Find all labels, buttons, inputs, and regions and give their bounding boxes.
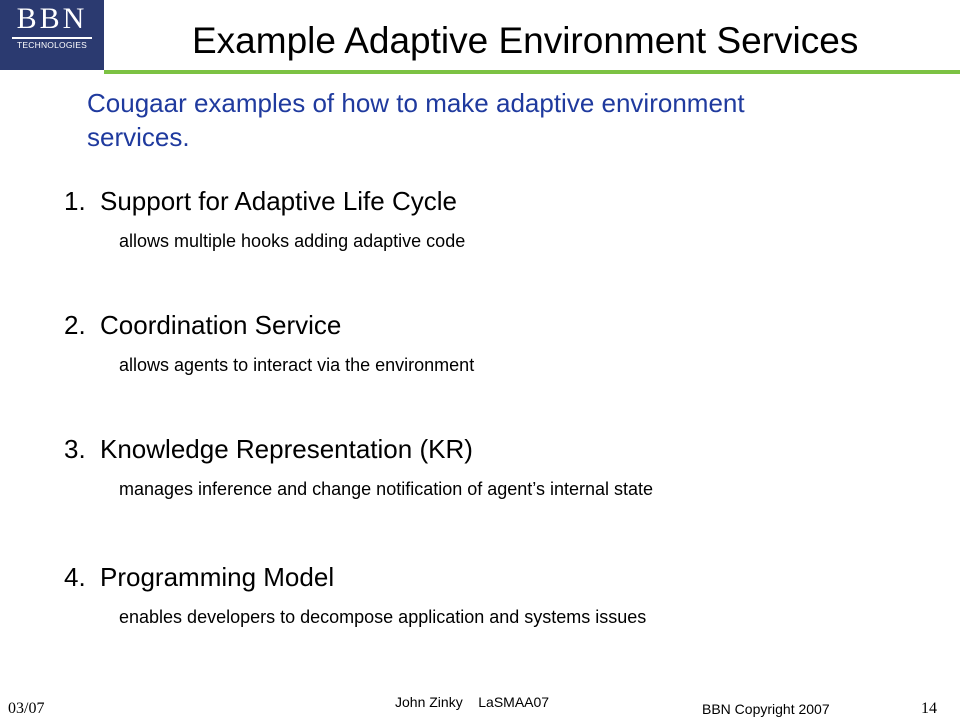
list-item-heading: 3. Knowledge Representation (KR) [64,433,924,465]
footer-author: John Zinky LaSMAA07 [395,694,550,710]
list-item-description: manages inference and change notificatio… [119,479,654,499]
list-item-title: Programming Model [100,562,335,592]
list-item-description: allows agents to interact via the enviro… [119,355,475,375]
logo-divider [12,37,92,39]
list-item-3: 3. Knowledge Representation (KR) manages … [64,433,924,501]
list-item-number: 1. [64,186,86,216]
list-item-2: 2. Coordination Service allows agents to … [64,309,924,377]
footer-date: 03/07 [8,700,45,717]
list-item-description: allows multiple hooks adding adaptive co… [119,231,466,251]
list-item-title: Knowledge Representation (KR) [100,434,473,464]
title-divider [104,70,960,74]
slide-subtitle: Cougaar examples of how to make adaptive… [87,88,745,152]
list-item-heading: 2. Coordination Service [64,309,924,341]
footer-copyright: BBN Copyright 2007 [702,701,830,717]
bbn-logo: BBN TECHNOLOGIES [0,0,104,70]
list-item-heading: 1. Support for Adaptive Life Cycle [64,185,924,217]
list-item-title: Coordination Service [100,310,342,340]
footer-page-number: 14 [921,700,937,717]
list-item-heading: 4. Programming Model [64,561,924,593]
list-item-number: 4. [64,562,86,592]
list-item-1: 1. Support for Adaptive Life Cycle allows… [64,185,924,253]
slide-title: Example Adaptive Environment Services [192,20,859,61]
list-item-number: 2. [64,310,86,340]
list-item-title: Support for Adaptive Life Cycle [100,186,457,216]
list-item-number: 3. [64,434,86,464]
list-item-4: 4. Programming Model enables developers t… [64,561,924,629]
list-item-description: enables developers to decompose applicat… [119,607,647,627]
logo-subtitle: TECHNOLOGIES [17,40,87,50]
logo-mark: BBN [16,2,88,35]
